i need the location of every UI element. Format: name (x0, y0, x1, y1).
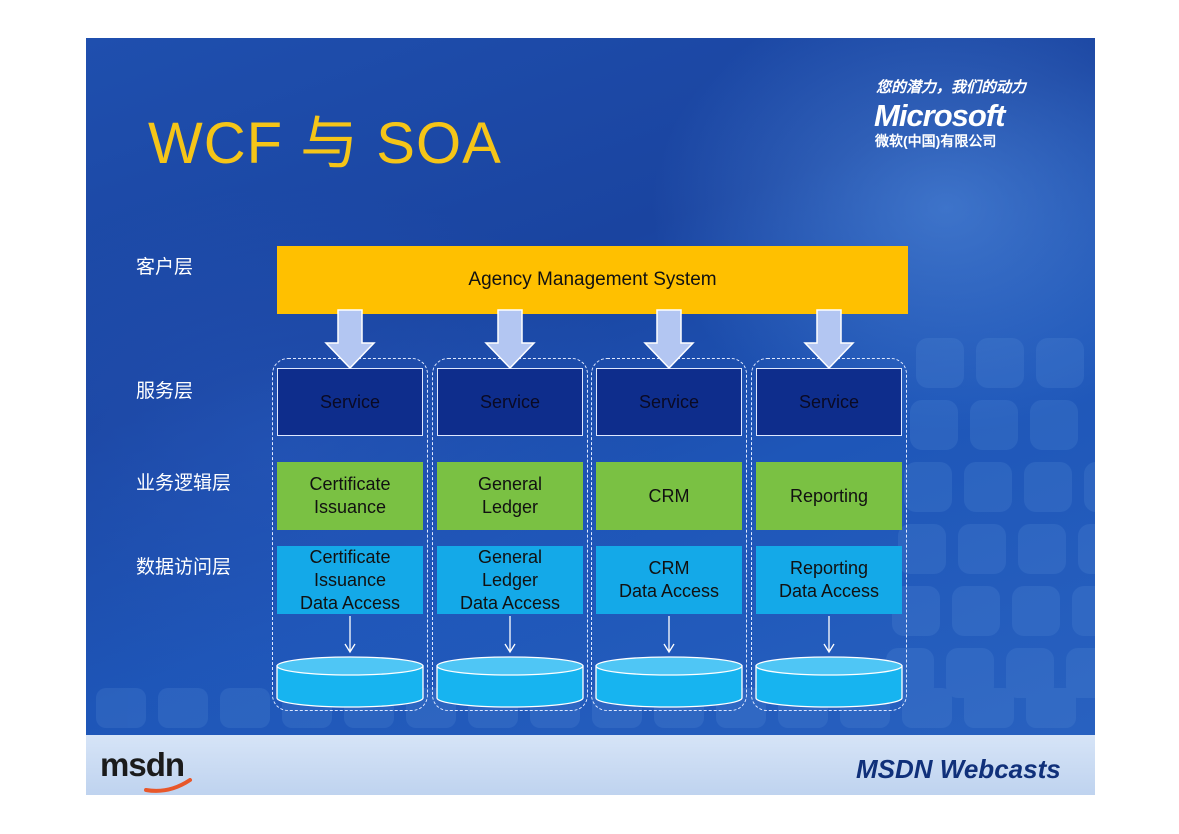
service-box: Service (756, 368, 902, 436)
layer-label-client: 客户层 (136, 256, 194, 278)
data-arrow (504, 616, 516, 654)
database-icon (436, 656, 584, 708)
background-tiles (96, 338, 1095, 728)
data-arrow (663, 616, 675, 654)
layer-label-data-access: 数据访问层 (136, 556, 232, 578)
agency-management-system: Agency Management System (277, 246, 908, 314)
layer-label-service: 服务层 (136, 380, 194, 402)
flow-arrow (643, 309, 695, 370)
slogan: 您的潜力，我们的动力 (876, 79, 1027, 96)
database-icon (595, 656, 743, 708)
service-box: Service (437, 368, 583, 436)
msdn-webcasts: MSDN Webcasts (856, 754, 1061, 784)
flow-arrow (484, 309, 536, 370)
data-arrow (344, 616, 356, 654)
business-logic-box: CRM (596, 462, 742, 530)
flow-arrow (324, 309, 376, 370)
database-icon (276, 656, 424, 708)
layer-label-business: 业务逻辑层 (136, 472, 232, 494)
service-box: Service (596, 368, 742, 436)
database-icon (755, 656, 903, 708)
footer-bar (86, 735, 1095, 795)
connectors (276, 309, 903, 708)
company-name: 微软(中国)有限公司 (875, 133, 997, 149)
slide-title: WCF 与 SOA (148, 111, 502, 176)
data-arrow (823, 616, 835, 654)
slide: WCF 与 SOA 您的潜力，我们的动力 Microsoft 微软(中国)有限公… (86, 38, 1095, 795)
microsoft-logo: Microsoft (874, 98, 1005, 133)
business-logic-box: Reporting (756, 462, 902, 530)
msdn-swoosh-icon (144, 778, 192, 793)
service-box: Service (277, 368, 423, 436)
flow-arrow (803, 309, 855, 370)
msdn-logo: msdn (100, 746, 185, 783)
